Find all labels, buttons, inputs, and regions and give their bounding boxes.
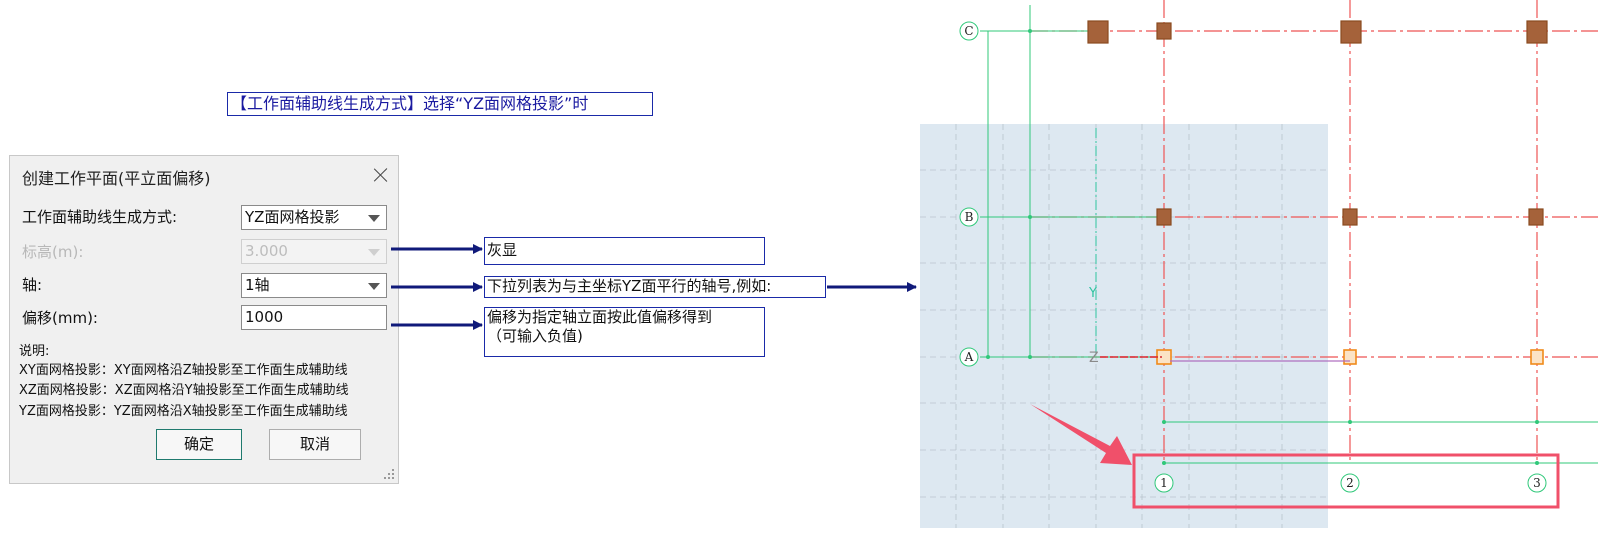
columns-selected [1156,349,1544,365]
row-axis-a: A [964,350,974,364]
col-axis-3: 3 [1533,476,1541,490]
title-banner: 【工作面辅助线生成方式】选择“YZ面网格投影”时 [227,92,653,116]
columns [1087,20,1548,226]
generation-mode-label: 工作面辅助线生成方式: [22,208,178,226]
description-xy: XY面网格投影：XY面网格沿Z轴投影至工作面生成辅助线 [19,363,348,378]
ucs-y-label: Y [1088,286,1097,301]
description-yz: YZ面网格投影：YZ面网格沿X轴投影至工作面生成辅助线 [19,404,348,419]
workplane-grid [920,124,1328,528]
chevron-down-icon [368,215,380,222]
pointer-arrow-icon [1030,404,1132,465]
ok-button[interactable]: 确定 [156,429,242,460]
note-offset-line1: 偏移为指定轴立面按此值偏移得到 [487,308,713,326]
col-axis-1: 1 [1160,476,1168,490]
create-workplane-dialog: 创建工作平面(平立面偏移) 工作面辅助线生成方式: YZ面网格投影 标高(m):… [9,155,399,484]
ucs-icon: Y Z [1088,128,1162,366]
workplane-region [920,124,1328,528]
note-grayed: 灰显 [484,237,765,265]
row-axis-c: C [964,24,973,38]
highlight-box [1132,453,1560,509]
cad-drawing[interactable]: Y Z C B A 1 2 3 [918,0,1598,553]
description-title: 说明: [19,344,50,359]
note-offset: 偏移为指定轴立面按此值偏移得到 （可输入负值) [484,307,765,357]
resize-grip-icon[interactable] [380,465,396,481]
offset-input[interactable]: 1000 [241,305,387,330]
generation-mode-select[interactable]: YZ面网格投影 [241,205,387,230]
dialog-title: 创建工作平面(平立面偏移) [22,169,211,188]
chevron-down-icon [368,249,380,256]
axis-value: 1轴 [245,276,270,294]
elevation-label: 标高(m): [22,243,84,261]
note-axis-list: 下拉列表为与主坐标YZ面平行的轴号,例如: [484,276,826,298]
offset-label: 偏移(mm): [22,309,98,327]
offset-value: 1000 [245,308,284,326]
axis-select[interactable]: 1轴 [241,273,387,298]
note-offset-line2: （可输入负值) [487,327,583,345]
chevron-down-icon [368,283,380,290]
row-axis-b: B [965,210,974,224]
elevation-value: 3.000 [245,242,288,260]
cancel-button[interactable]: 取消 [269,429,361,460]
ucs-z-label: Z [1089,350,1099,366]
dimension-ticks [986,29,1539,465]
generation-mode-value: YZ面网格投影 [245,208,340,226]
description-xz: XZ面网格投影：XZ面网格沿Y轴投影至工作面生成辅助线 [19,383,349,398]
axis-label: 轴: [22,276,43,294]
elevation-select: 3.000 [241,239,387,264]
col-axis-2: 2 [1346,476,1354,490]
